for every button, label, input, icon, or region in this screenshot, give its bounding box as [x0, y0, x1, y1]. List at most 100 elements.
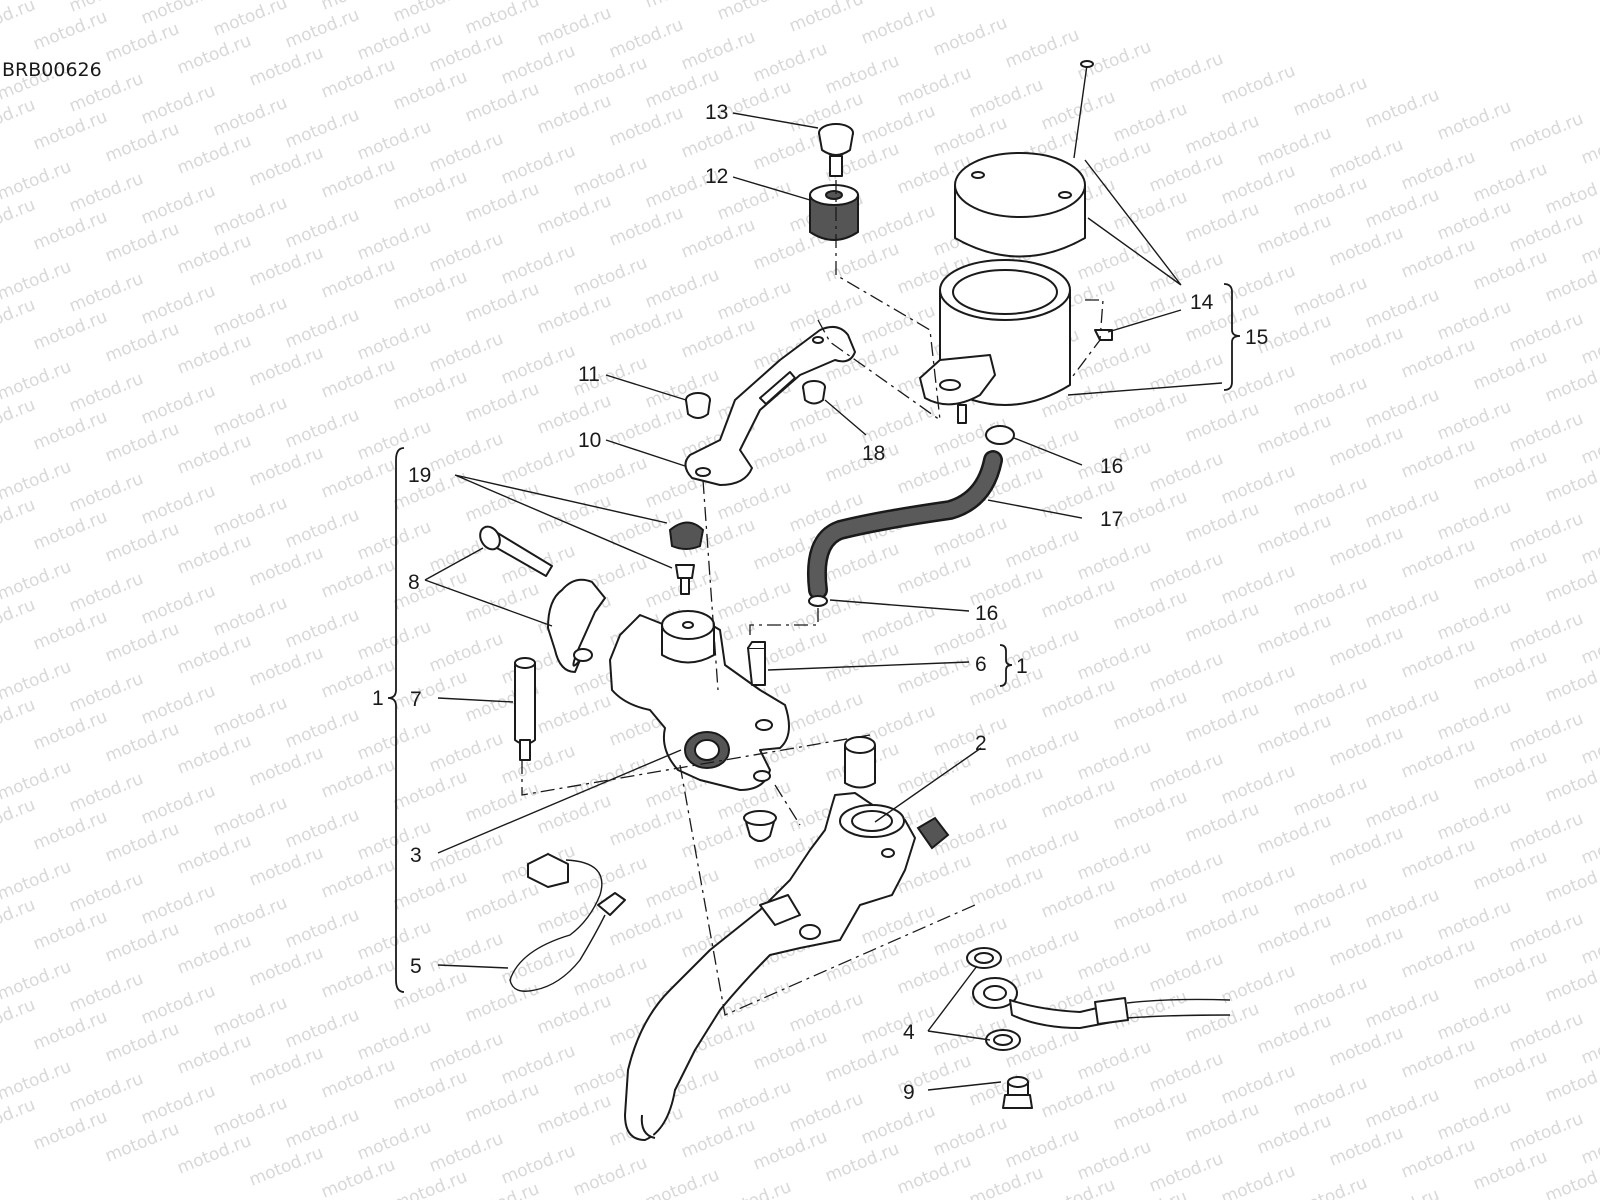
watermark-text: motod.ru: [282, 105, 362, 153]
watermark-text: motod.ru: [426, 1129, 506, 1177]
watermark-text: motod.ru: [282, 305, 362, 353]
watermark-text: motod.ru: [1398, 935, 1478, 983]
watermark-text: motod.ru: [318, 355, 398, 403]
watermark-text: motod.ru: [138, 681, 218, 729]
watermark-text: motod.ru: [1218, 461, 1298, 509]
watermark-text: motod.ru: [966, 1163, 1046, 1200]
watermark-text: motod.ru: [570, 53, 650, 101]
watermark-text: motod.ru: [1434, 297, 1514, 345]
watermark-text: motod.ru: [1470, 1047, 1550, 1095]
watermark-text: motod.ru: [30, 407, 110, 455]
watermark-text: motod.ru: [1146, 949, 1226, 997]
watermark-text: motod.ru: [1362, 985, 1442, 1033]
watermark-text: motod.ru: [570, 753, 650, 801]
watermark-text: motod.ru: [1218, 161, 1298, 209]
watermark-text: motod.ru: [894, 751, 974, 799]
part-11-screw: [685, 392, 711, 419]
watermark-text: motod.ru: [210, 1093, 290, 1141]
watermark-text: motod.ru: [354, 117, 434, 165]
watermark-text: motod.ru: [1326, 623, 1406, 671]
watermark-text: motod.ru: [930, 713, 1010, 761]
watermark-text: motod.ru: [390, 1167, 470, 1200]
watermark-text: motod.ru: [1506, 209, 1586, 257]
watermark-text: motod.ru: [534, 691, 614, 739]
watermark-text: motod.ru: [498, 741, 578, 789]
watermark-text: motod.ru: [1182, 499, 1262, 547]
watermark-text: motod.ru: [138, 781, 218, 829]
watermark-text: motod.ru: [0, 957, 74, 1005]
watermark-text: motod.ru: [1074, 637, 1154, 685]
part-13-screw: [818, 123, 854, 177]
watermark-text: motod.ru: [282, 1105, 362, 1153]
watermark-text: motod.ru: [642, 865, 722, 913]
watermark-text: motod.ru: [138, 1081, 218, 1129]
watermark-text: motod.ru: [246, 443, 326, 491]
watermark-text: motod.ru: [1110, 687, 1190, 735]
watermark-text: motod.ru: [1326, 135, 1406, 183]
watermark-text: motod.ru: [1146, 149, 1226, 197]
watermark-text: motod.ru: [1506, 109, 1586, 157]
watermark-text: motod.ru: [786, 989, 866, 1037]
watermark-text: motod.ru: [246, 843, 326, 891]
watermark-text: motod.ru: [426, 1029, 506, 1077]
part-4-washer-upper: [966, 947, 1002, 969]
watermark-text: motod.ru: [1470, 747, 1550, 795]
part-2-spacer: [844, 736, 876, 789]
watermark-text: motod.ru: [750, 1127, 830, 1175]
watermark-text: motod.ru: [30, 707, 110, 755]
callout-16-lower: 16: [975, 602, 998, 625]
watermark-text: motod.ru: [930, 13, 1010, 61]
watermark-text: motod.ru: [30, 907, 110, 955]
watermark-text: motod.ru: [246, 743, 326, 791]
watermark-text: motod.ru: [1290, 773, 1370, 821]
watermark-text: motod.ru: [30, 307, 110, 355]
watermark-text: motod.ru: [1434, 797, 1514, 845]
watermark-text: motod.ru: [246, 43, 326, 91]
watermark-text: motod.ru: [318, 55, 398, 103]
watermark-text: motod.ru: [1290, 173, 1370, 221]
watermark-text: motod.ru: [0, 157, 74, 205]
callout-labels: 13 12 14 15 11 10 18 16 17 19 8 16 6 1 1…: [372, 101, 1268, 1104]
watermark-text: motod.ru: [606, 203, 686, 251]
watermark-text: motod.ru: [66, 0, 146, 17]
watermark-text: motod.ru: [534, 1091, 614, 1139]
watermark-text: motod.ru: [174, 831, 254, 879]
watermark-text: motod.ru: [642, 265, 722, 313]
watermark-text: motod.ru: [102, 319, 182, 367]
watermark-text: motod.ru: [462, 79, 542, 127]
watermark-text: motod.ru: [1182, 599, 1262, 647]
watermark-text: motod.ru: [426, 929, 506, 977]
watermark-text: motod.ru: [462, 779, 542, 827]
watermark-text: motod.ru: [678, 315, 758, 363]
watermark-text: motod.ru: [858, 201, 938, 249]
watermark-text: motod.ru: [534, 791, 614, 839]
watermark-text: motod.ru: [210, 393, 290, 441]
watermark-text: motod.ru: [1290, 473, 1370, 521]
watermark-text: motod.ru: [1002, 725, 1082, 773]
watermark-text: motod.ru: [462, 979, 542, 1027]
part-16-clamp-lower: [808, 595, 828, 607]
watermark-text: motod.ru: [570, 253, 650, 301]
callout-6: 6: [975, 653, 987, 676]
watermark-text: motod.ru: [66, 469, 146, 517]
watermark-text: motod.ru: [786, 1089, 866, 1137]
callout-3: 3: [410, 844, 422, 867]
watermark-text: motod.ru: [1290, 373, 1370, 421]
watermark-text: motod.ru: [642, 1165, 722, 1200]
callout-19: 19: [408, 464, 431, 487]
callout-4: 4: [903, 1021, 915, 1044]
watermark-text: motod.ru: [1398, 335, 1478, 383]
watermark-text: motod.ru: [714, 1177, 794, 1200]
watermark-text: motod.ru: [174, 231, 254, 279]
watermark-text: motod.ru: [1002, 25, 1082, 73]
watermark-text: motod.ru: [1506, 1109, 1586, 1157]
watermark-text: motod.ru: [390, 0, 470, 27]
center-lines: [521, 180, 1104, 1016]
watermark-text: motod.ru: [1506, 609, 1586, 657]
watermark-text: motod.ru: [1074, 337, 1154, 385]
watermark-text: motod.ru: [138, 881, 218, 929]
watermark-text: motod.ru: [642, 0, 722, 13]
watermark-text: motod.ru: [1182, 899, 1262, 947]
watermark-text: motod.ru: [318, 655, 398, 703]
watermark-text: motod.ru: [138, 581, 218, 629]
